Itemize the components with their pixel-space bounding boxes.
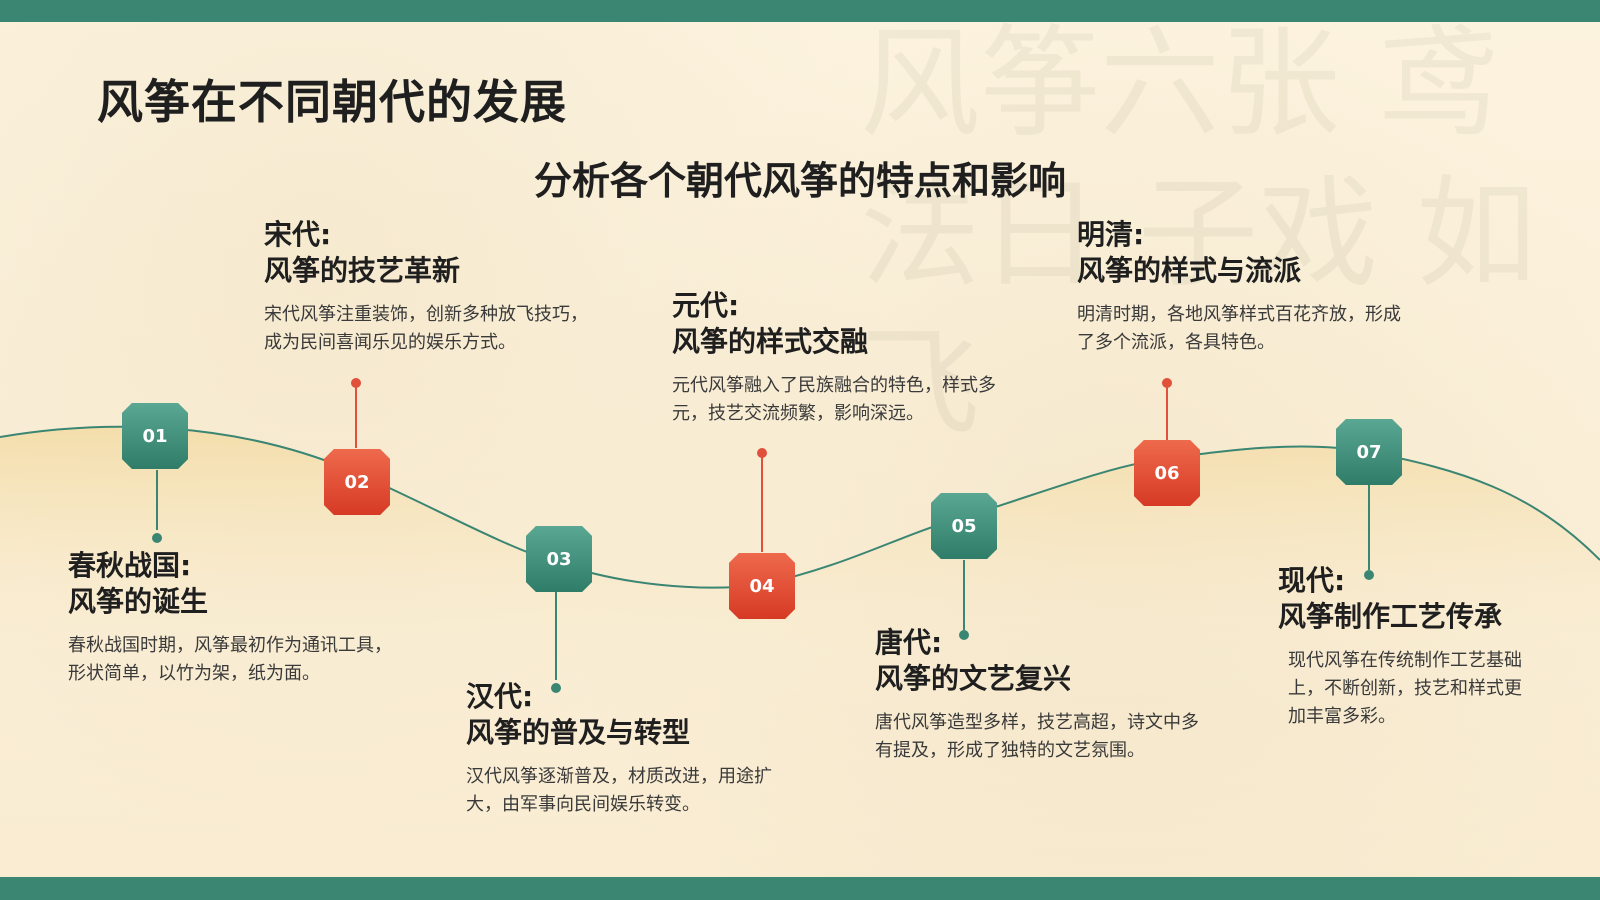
- timeline-node-02: 02: [324, 449, 390, 515]
- connector-dot: [152, 533, 162, 543]
- era-description: 汉代风筝逐渐普及，材质改进，用途扩大，由军事向民间娱乐转变。: [466, 766, 772, 815]
- era-card-song: 宋代: 风筝的技艺革新 宋代风筝注重装饰，创新多种放飞技巧，成为民间喜闻乐见的娱…: [264, 217, 594, 357]
- era-description: 明清时期，各地风筝样式百花齐放，形成了多个流派，各具特色。: [1077, 304, 1401, 353]
- era-label: 现代:: [1278, 564, 1346, 597]
- timeline-node-01: 01: [122, 403, 188, 469]
- connector-stem: [156, 470, 158, 530]
- era-label: 元代:: [672, 289, 740, 322]
- era-description: 元代风筝融入了民族融合的特色，样式多元，技艺交流频繁，影响深远。: [672, 375, 996, 424]
- era-headline: 风筝的样式交融: [672, 325, 869, 358]
- connector-stem: [355, 386, 357, 448]
- connector-stem: [1368, 485, 1370, 570]
- connector-stem: [1166, 386, 1168, 441]
- era-label: 汉代:: [466, 680, 534, 713]
- era-card-han: 汉代: 风筝的普及与转型 汉代风筝逐渐普及，材质改进，用途扩大，由军事向民间娱乐…: [466, 679, 796, 819]
- connector-dot: [959, 630, 969, 640]
- page-title: 风筝在不同朝代的发展: [97, 75, 567, 129]
- connector-dot: [351, 378, 361, 388]
- bottom-accent-bar: [0, 877, 1600, 900]
- page-subtitle: 分析各个朝代风筝的特点和影响: [533, 159, 1066, 203]
- era-headline: 风筝的文艺复兴: [875, 662, 1072, 695]
- era-card-spring-autumn: 春秋战国: 风筝的诞生 春秋战国时期，风筝最初作为通讯工具，形状简单，以竹为架，…: [68, 548, 398, 688]
- era-card-modern: 现代: 风筝制作工艺传承 现代风筝在传统制作工艺基础上，不断创新，技艺和样式更加…: [1278, 563, 1538, 731]
- era-headline: 风筝制作工艺传承: [1278, 600, 1503, 633]
- connector-stem: [761, 456, 763, 552]
- era-label: 春秋战国:: [68, 549, 192, 582]
- connector-dot: [757, 448, 767, 458]
- era-card-yuan: 元代: 风筝的样式交融 元代风筝融入了民族融合的特色，样式多元，技艺交流频繁，影…: [672, 288, 1002, 428]
- top-accent-bar: [0, 0, 1600, 22]
- timeline-node-05: 05: [931, 493, 997, 559]
- timeline-node-06: 06: [1134, 440, 1200, 506]
- connector-dot: [1162, 378, 1172, 388]
- era-headline: 风筝的样式与流派: [1077, 254, 1302, 287]
- connector-dot: [551, 683, 561, 693]
- connector-stem: [963, 560, 965, 630]
- era-headline: 风筝的技艺革新: [264, 254, 461, 287]
- era-headline: 风筝的诞生: [68, 585, 209, 618]
- era-description: 现代风筝在传统制作工艺基础上，不断创新，技艺和样式更加丰富多彩。: [1288, 650, 1522, 727]
- era-card-ming-qing: 明清: 风筝的样式与流派 明清时期，各地风筝样式百花齐放，形成了多个流派，各具特…: [1077, 217, 1407, 357]
- timeline-node-04: 04: [729, 553, 795, 619]
- era-description: 宋代风筝注重装饰，创新多种放飞技巧，成为民间喜闻乐见的娱乐方式。: [264, 304, 588, 353]
- era-label: 唐代:: [875, 626, 943, 659]
- connector-stem: [555, 590, 557, 680]
- wave-fill: [0, 426, 1600, 700]
- timeline-node-03: 03: [526, 526, 592, 592]
- connector-dot: [1364, 570, 1374, 580]
- era-card-tang: 唐代: 风筝的文艺复兴 唐代风筝造型多样，技艺高超，诗文中多有提及，形成了独特的…: [875, 625, 1215, 765]
- timeline-node-07: 07: [1336, 419, 1402, 485]
- era-description: 春秋战国时期，风筝最初作为通讯工具，形状简单，以竹为架，纸为面。: [68, 635, 392, 684]
- era-label: 宋代:: [264, 218, 332, 251]
- era-label: 明清:: [1077, 218, 1145, 251]
- era-headline: 风筝的普及与转型: [466, 716, 691, 749]
- era-description: 唐代风筝造型多样，技艺高超，诗文中多有提及，形成了独特的文艺氛围。: [875, 712, 1199, 761]
